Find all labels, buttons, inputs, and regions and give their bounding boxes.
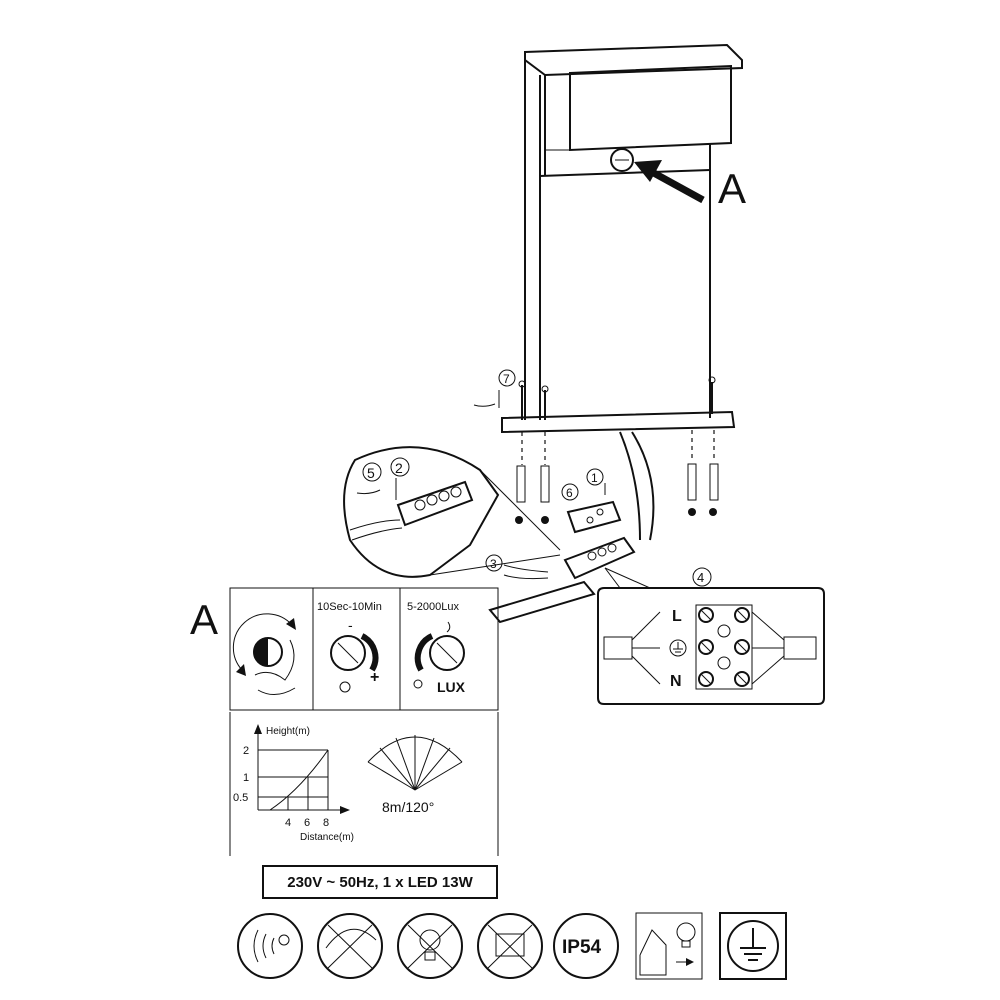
lux-knob-icon	[413, 621, 465, 689]
label-a-panel: A	[190, 596, 218, 643]
lamp-head	[569, 64, 732, 152]
ip-rating-text: IP54	[562, 937, 602, 958]
base-bolts	[518, 376, 716, 420]
icon-row: IP54	[237, 912, 787, 980]
wall-plugs	[515, 463, 719, 524]
step-3-label: 3	[490, 557, 497, 571]
ip54-icon: IP54	[553, 913, 619, 979]
zoom-terminal-block	[396, 480, 474, 527]
led-bulb-icon	[397, 913, 463, 979]
step-1-label: 1	[591, 471, 598, 485]
time-knob-icon	[330, 633, 379, 693]
range-label: 8m/120°	[382, 799, 434, 815]
no-dimmer-icon	[477, 913, 543, 979]
bollard-lamp: A 7	[473, 43, 746, 624]
chart-x-axis-label: Distance(m)	[300, 832, 354, 843]
settings-panel: A 10Sec-10Min - + 5-2000Lux	[190, 587, 499, 711]
base-plate	[501, 410, 736, 434]
x-tick-6: 6	[304, 817, 310, 829]
cable-board	[488, 580, 596, 624]
detection-fan-icon	[367, 735, 463, 791]
step-6-label: 6	[566, 486, 573, 500]
terminal-block	[563, 536, 636, 580]
terminal-screws	[695, 604, 753, 690]
motion-sensor-icon	[237, 913, 303, 979]
y-tick-1: 1	[243, 772, 249, 784]
terminal-l-label: L	[672, 608, 682, 625]
step-2-label: 2	[395, 460, 403, 476]
y-tick-2: 2	[243, 745, 249, 757]
spec-label: 230V ~ 50Hz, 1 x LED 13W	[262, 865, 498, 899]
lux-label: LUX	[437, 679, 466, 695]
sensitivity-knob-icon	[232, 613, 296, 695]
detection-range: Height(m) Distance(m) 2 1 0.5 4 6 8 8m/1…	[229, 712, 499, 856]
time-range-label: 10Sec-10Min	[317, 601, 382, 613]
earth-ground-icon	[719, 912, 787, 980]
motion-sensor	[610, 148, 634, 172]
x-tick-4: 4	[285, 817, 291, 829]
no-cover-icon	[317, 913, 383, 979]
x-tick-8: 8	[323, 817, 329, 829]
lux-range-label: 5-2000Lux	[407, 601, 459, 613]
step-5-label: 5	[367, 465, 375, 481]
terminal-n-label: N	[670, 673, 682, 690]
y-tick-05: 0.5	[233, 792, 248, 804]
chart-y-axis-label: Height(m)	[266, 726, 310, 737]
outdoor-lamp-icon	[635, 912, 703, 980]
wiring-detail: 4 L N	[597, 567, 825, 705]
zoom-detail: 5 2	[343, 446, 561, 578]
step-4-label: 4	[697, 570, 704, 585]
label-a-top: A	[718, 165, 746, 212]
ground-symbol-icon	[669, 639, 687, 657]
step-7-label: 7	[503, 372, 510, 386]
junction-box-small	[566, 500, 622, 534]
time-minus: -	[348, 617, 353, 633]
time-plus: +	[370, 669, 379, 686]
wiring-box	[597, 587, 825, 705]
